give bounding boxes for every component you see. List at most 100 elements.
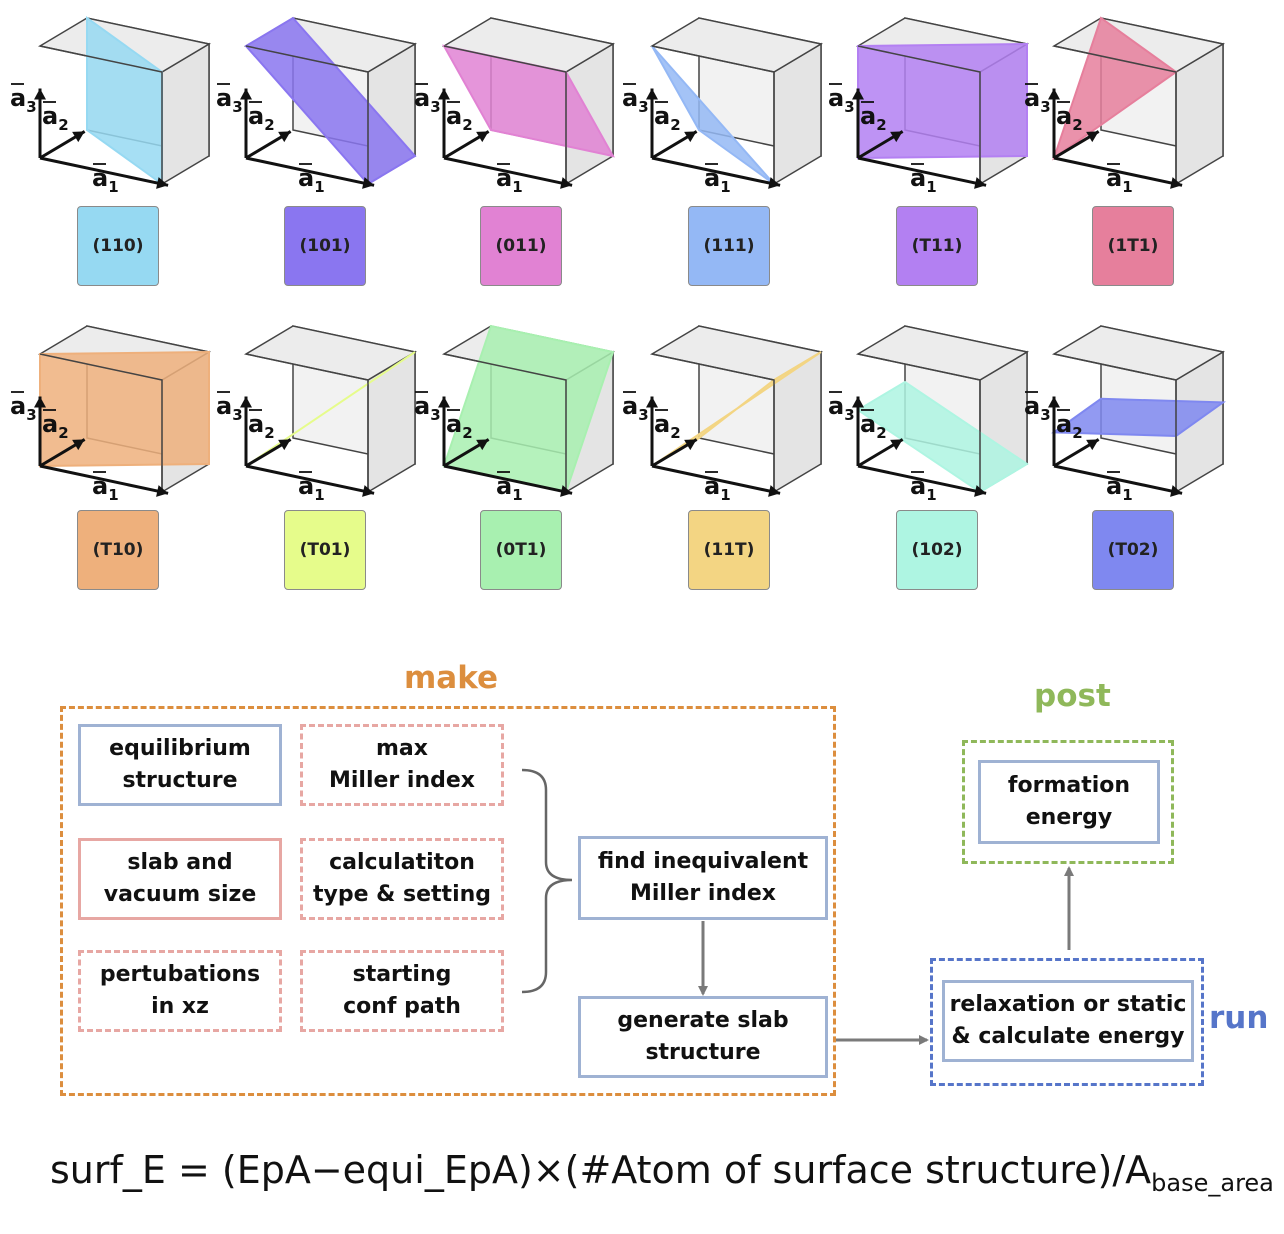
cube-front-edge <box>651 353 775 492</box>
swatch-(1T1): (1T1) <box>1092 206 1174 286</box>
a2-label-sub: 2 <box>58 424 68 442</box>
run-label: run <box>1209 1000 1269 1036</box>
a2-label-sub: 2 <box>876 424 886 442</box>
a1-axis-arrow <box>245 156 375 187</box>
a3-label: a3 <box>10 84 37 116</box>
make-group <box>60 706 836 1096</box>
a2-label-sub: 2 <box>462 116 472 134</box>
a1-label: a1 <box>704 164 731 196</box>
swatch-(110): (110) <box>77 206 159 286</box>
a3-axis-arrow-head <box>438 88 450 100</box>
a1-label: a1 <box>298 164 325 196</box>
a1-label: a1 <box>1106 472 1133 504</box>
a1-label-sub: 1 <box>108 178 118 196</box>
a3-label: a3 <box>828 392 855 424</box>
a3-label-sub: 3 <box>1040 406 1050 424</box>
miller-plane <box>244 16 417 186</box>
a1-label-sub: 1 <box>720 486 730 504</box>
a3-label: a3 <box>216 84 243 116</box>
a3-label: a3 <box>828 84 855 116</box>
a3-axis-arrow-head <box>852 396 864 408</box>
cube-front-edge <box>651 45 775 184</box>
a1-axis-arrow-head <box>974 485 987 497</box>
a1-axis-arrow <box>443 464 573 495</box>
cube-front-edge <box>443 45 567 184</box>
a1-label-sub: 1 <box>512 178 522 196</box>
miller-plane <box>856 380 1029 494</box>
a3-axis-arrow-head <box>240 88 252 100</box>
miller-plane <box>1051 397 1226 438</box>
a3-axis-arrow-head <box>34 396 46 408</box>
a2-axis-arrow-head <box>890 439 903 451</box>
a3-label-sub: 3 <box>430 406 440 424</box>
a3-label-sub: 3 <box>232 98 242 116</box>
generate-slab-structure-box: generate slab structure <box>578 996 828 1078</box>
run-group <box>930 958 1204 1086</box>
a3-label: a3 <box>216 392 243 424</box>
a3-label-sub: 3 <box>430 98 440 116</box>
a2-label: a2 <box>654 410 681 442</box>
a1-axis-arrow-head <box>768 485 781 497</box>
a3-axis-arrow-head <box>438 396 450 408</box>
relaxation-static-box: relaxation or static & calculate energy <box>942 980 1194 1062</box>
a3-axis-arrow-head <box>646 88 658 100</box>
a3-label: a3 <box>1024 84 1051 116</box>
max-miller-index-box: max Miller index <box>300 724 504 806</box>
a3-label-sub: 3 <box>232 406 242 424</box>
a1-label-sub: 1 <box>1122 486 1132 504</box>
post-group <box>962 740 1174 864</box>
a3-label: a3 <box>622 84 649 116</box>
a1-axis-arrow <box>651 464 781 495</box>
slab-vacuum-size-box: slab and vacuum size <box>78 838 282 920</box>
a2-label-sub: 2 <box>58 116 68 134</box>
starting-conf-path-box: starting conf path <box>300 950 504 1032</box>
a2-label: a2 <box>248 102 275 134</box>
a2-axis-arrow-head <box>278 131 291 143</box>
swatch-(T10): (T10) <box>77 510 159 590</box>
a2-axis-arrow-head <box>1086 131 1099 143</box>
a1-label: a1 <box>92 164 119 196</box>
a1-axis-arrow-head <box>1170 177 1183 189</box>
cube-front-edge <box>443 353 567 492</box>
a1-axis-arrow <box>39 156 169 187</box>
a2-axis-arrow-head <box>476 131 489 143</box>
a1-axis-arrow-head <box>156 485 169 497</box>
cube-front-edge <box>1053 353 1177 492</box>
a2-label-sub: 2 <box>462 424 472 442</box>
a1-axis-arrow-head <box>156 177 169 189</box>
a1-axis-arrow-head <box>974 177 987 189</box>
a2-label-sub: 2 <box>264 116 274 134</box>
a2-label-sub: 2 <box>670 116 680 134</box>
a1-axis-arrow <box>443 156 573 187</box>
cube-front-edge <box>1053 45 1177 184</box>
a1-axis-arrow-head <box>560 485 573 497</box>
swatch-(111): (111) <box>688 206 770 286</box>
swatch-(11T): (11T) <box>688 510 770 590</box>
a2-label-sub: 2 <box>1072 424 1082 442</box>
cube-front-edge <box>245 353 369 492</box>
a2-label: a2 <box>42 102 69 134</box>
a1-label: a1 <box>910 164 937 196</box>
a3-axis-arrow-head <box>34 88 46 100</box>
a3-label: a3 <box>622 392 649 424</box>
a3-label: a3 <box>1024 392 1051 424</box>
swatch-(011): (011) <box>480 206 562 286</box>
a1-label: a1 <box>496 164 523 196</box>
a1-axis-arrow <box>1053 156 1183 187</box>
a3-label-sub: 3 <box>1040 98 1050 116</box>
surface-energy-formula: surf_E = (EpA−equi_EpA)×(#Atom of surfac… <box>50 1148 1274 1197</box>
find-inequivalent-miller-box: find inequivalent Miller index <box>578 836 828 920</box>
a3-axis-arrow-head <box>1048 88 1060 100</box>
cube-front-edge <box>857 353 981 492</box>
a1-label-sub: 1 <box>512 486 522 504</box>
a2-label-sub: 2 <box>670 424 680 442</box>
a3-label-sub: 3 <box>638 406 648 424</box>
formula-main: surf_E = (EpA−equi_EpA)×(#Atom of surfac… <box>50 1148 1152 1192</box>
miller-plane <box>857 42 1028 160</box>
